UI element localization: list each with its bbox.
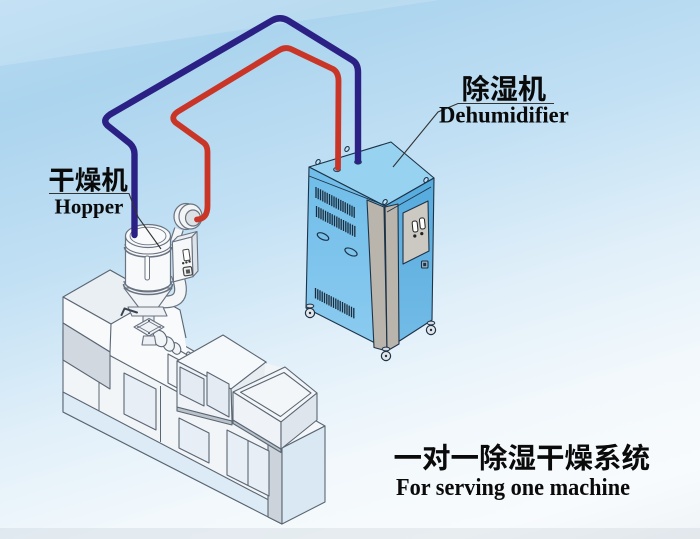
- svg-text:Dehumidifier: Dehumidifier: [439, 103, 569, 128]
- svg-text:Hopper: Hopper: [55, 195, 124, 219]
- svg-text:For serving one machine: For serving one machine: [396, 474, 630, 501]
